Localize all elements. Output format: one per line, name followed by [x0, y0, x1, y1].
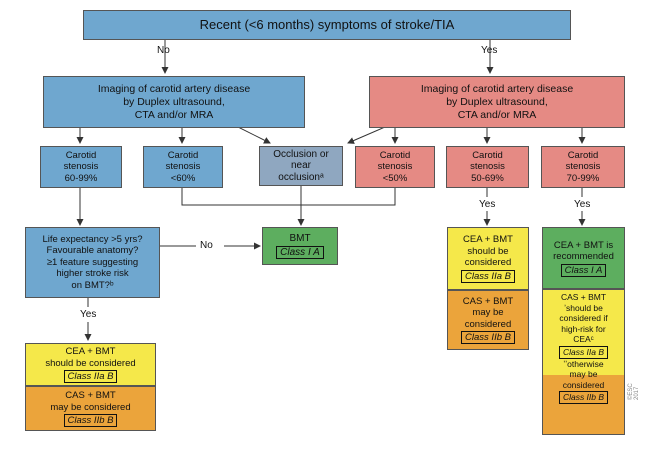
stenosis-70-99-box: Carotid stenosis 70-99% [541, 146, 625, 188]
stenosis-b1-l3: 60-99% [64, 172, 98, 184]
imaging-right-line3: CTA and/or MRA [457, 108, 537, 121]
right-cas-l8: considered [562, 379, 605, 390]
right-cas-box: CAS + BMT ʼshould be considered if high-… [542, 289, 625, 435]
branch-no-mid-label: No [200, 240, 213, 251]
right-cas-highlight [543, 290, 624, 375]
stenosis-b5-l3: 50-69% [471, 172, 504, 184]
imaging-right-line1: Imaging of carotid artery disease [420, 82, 574, 95]
right-cas-l4: high-risk for [561, 323, 606, 334]
occlusion-box: Occlusion or near occlusionᵃ [259, 146, 343, 186]
right-cas-l1: CAS + BMT [560, 292, 607, 302]
stenosis-b6-l3: 70-99% [566, 172, 600, 184]
left-cea-class-badge: Class IIa B [63, 370, 118, 383]
left-cas-box: CAS + BMT may be considered Class IIb B [25, 386, 156, 431]
stenosis-60-99-box: Carotid stenosis 60-99% [40, 146, 122, 188]
stenosis-b3-l1: Occlusion or [273, 148, 329, 160]
watermark: ©ESC 2017 [628, 383, 640, 400]
stenosis-b1-l2: stenosis [63, 161, 99, 173]
right-cas-l6: ʼʼotherwise [563, 358, 604, 369]
top-question-box: Recent (<6 months) symptoms of stroke/TI… [83, 10, 571, 40]
bmt-box: BMT Class I A [262, 227, 338, 265]
stenosis-50-69-box: Carotid stenosis 50-69% [446, 146, 529, 188]
question-line3: ≥1 feature suggesting [46, 256, 139, 268]
stenosis-b4-l1: Carotid [379, 149, 411, 161]
stenosis-b2-l1: Carotid [167, 149, 199, 161]
stenosis-b5-l1: Carotid [472, 149, 503, 161]
stenosis-b2-l2: stenosis [165, 161, 201, 173]
right-cas-l5: CEAᶜ [573, 334, 594, 344]
mid-cea-l1: CEA + BMT [463, 234, 513, 246]
question-line2: Favourable anatomy? [46, 245, 139, 257]
imaging-right-line2: by Duplex ultrasound, [446, 95, 548, 108]
mid-cea-box: CEA + BMT should be considered Class IIa… [447, 227, 529, 290]
right-cea-l2: recommended [553, 251, 614, 262]
mid-cas-l1: CAS + BMT [462, 295, 514, 307]
mid-cas-box: CAS + BMT may be considered Class IIb B [447, 290, 529, 350]
bmt-title: BMT [289, 233, 311, 245]
left-cas-l2: may be considered [50, 401, 131, 413]
mid-cas-class-badge: Class IIb B [461, 331, 515, 345]
stenosis-b5-l2: stenosis [470, 161, 505, 173]
imaging-left-line2: by Duplex ultrasound, [123, 95, 225, 108]
left-cas-l1: CAS + BMT [65, 390, 116, 401]
mid-cea-class-badge: Class IIa B [461, 269, 515, 283]
left-cea-l1: CEA + BMT [65, 346, 116, 357]
branch-no-label: No [157, 45, 170, 56]
right-cas-class-badge-1: Class IIa B [558, 345, 609, 359]
stenosis-b6-l1: Carotid [567, 149, 599, 161]
question-line5: on BMT?ᵇ [71, 279, 114, 291]
right-cas-class-badge-2: Class IIb B [558, 391, 609, 404]
stenosis-b4-l3: <50% [382, 172, 408, 184]
branch-yes-left-label: Yes [80, 309, 97, 320]
right-cea-class-badge: Class I A [560, 263, 607, 277]
stenosis-lt60-box: Carotid stenosis <60% [143, 146, 223, 188]
imaging-left-line3: CTA and/or MRA [134, 108, 214, 121]
stenosis-b4-l2: stenosis [377, 161, 413, 173]
imaging-box-left: Imaging of carotid artery disease by Dup… [43, 76, 305, 128]
right-cea-box: CEA + BMT is recommended Class I A [542, 227, 625, 289]
right-cea-l1: CEA + BMT is [553, 239, 614, 251]
left-cea-l2: should be considered [45, 357, 136, 369]
stenosis-b6-l2: stenosis [565, 161, 601, 173]
branch-yes-label: Yes [481, 45, 498, 56]
top-title: Recent (<6 months) symptoms of stroke/TI… [199, 17, 455, 33]
stenosis-b2-l3: <60% [170, 172, 196, 184]
mid-cea-l2: should be [467, 245, 509, 257]
stenosis-b3-l3: occlusionᵃ [278, 171, 324, 183]
right-cas-l7: may be [569, 369, 598, 379]
imaging-box-right: Imaging of carotid artery disease by Dup… [369, 76, 625, 128]
mid-cas-l3: considered [464, 318, 512, 330]
question-line4: higher stroke risk [56, 268, 129, 280]
stenosis-b3-l2: near [290, 160, 311, 172]
left-cas-class-badge: Class IIb B [63, 414, 118, 427]
imaging-left-line1: Imaging of carotid artery disease [97, 82, 251, 95]
stenosis-b1-l1: Carotid [65, 149, 97, 161]
mid-cas-l2: may be [472, 307, 504, 319]
life-expectancy-question-box: Life expectancy >5 yrs? Favourable anato… [25, 227, 160, 298]
bmt-class-badge: Class I A [276, 245, 324, 259]
branch-yes-r2-label: Yes [574, 199, 591, 210]
right-cas-l2: ʼshould be [564, 302, 603, 313]
branch-yes-r1-label: Yes [479, 199, 496, 210]
question-line1: Life expectancy >5 yrs? [42, 233, 143, 245]
right-cas-l3: considered if [559, 313, 608, 323]
stenosis-lt50-box: Carotid stenosis <50% [355, 146, 435, 188]
mid-cea-l3: considered [464, 257, 512, 269]
right-cas-content: CAS + BMT ʼshould be considered if high-… [558, 292, 609, 404]
left-cea-box: CEA + BMT should be considered Class IIa… [25, 343, 156, 386]
